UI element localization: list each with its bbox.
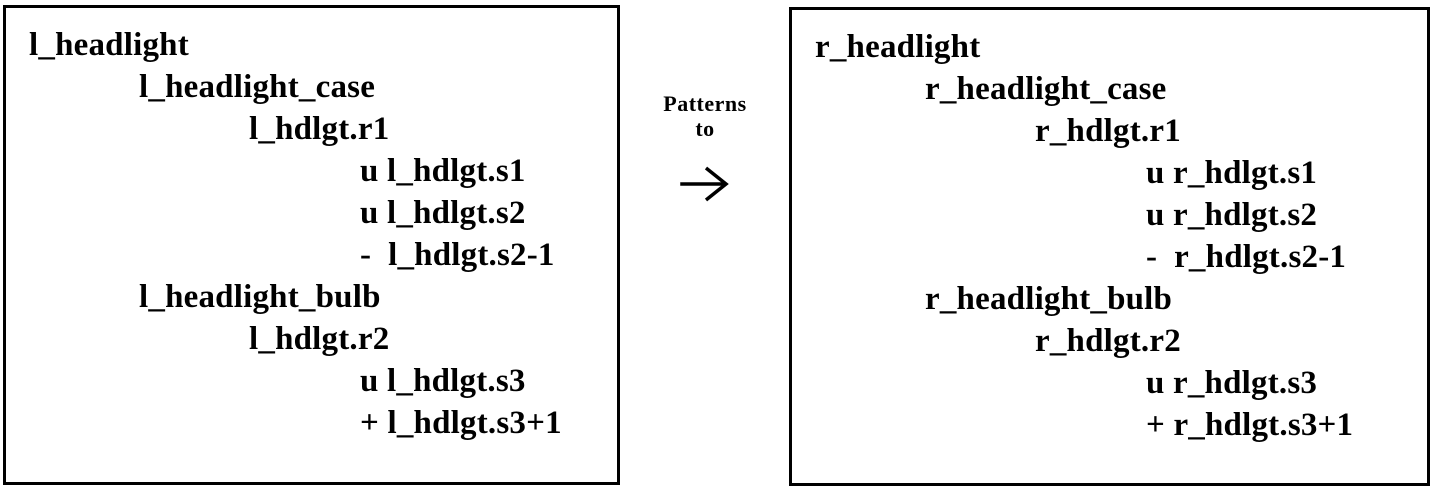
right-bulb-label: r_headlight_bulb <box>925 281 1173 317</box>
right-arrow-icon <box>680 166 729 202</box>
left-s1-label: u l_hdlgt.s1 <box>360 153 526 189</box>
arrow-caption-line1: Patterns <box>663 91 747 116</box>
right-s2-1-label: - r_hdlgt.s2-1 <box>1146 239 1347 275</box>
left-bulb-label: l_headlight_bulb <box>139 279 381 315</box>
right-s3-1-label: + r_hdlgt.s3+1 <box>1146 407 1354 443</box>
left-s3-label: u l_hdlgt.s3 <box>360 363 526 399</box>
right-s2-label: u r_hdlgt.s2 <box>1146 197 1318 233</box>
left-r1-label: l_hdlgt.r1 <box>249 111 390 147</box>
left-r2-label: l_hdlgt.r2 <box>249 321 390 357</box>
left-root-label: l_headlight <box>29 27 189 63</box>
right-root-label: r_headlight <box>815 29 981 65</box>
left-s2-label: u l_hdlgt.s2 <box>360 195 526 231</box>
arrow-caption: Patterns to <box>640 91 770 141</box>
right-r2-label: r_hdlgt.r2 <box>1035 323 1181 359</box>
left-s3-1-label: + l_hdlgt.s3+1 <box>360 405 562 441</box>
right-s3-label: u r_hdlgt.s3 <box>1146 365 1318 401</box>
right-s1-label: u r_hdlgt.s1 <box>1146 155 1318 191</box>
left-s2-1-label: - l_hdlgt.s2-1 <box>360 237 555 273</box>
right-case-label: r_headlight_case <box>925 71 1167 107</box>
left-hierarchy-box: l_headlight l_headlight_case l_hdlgt.r1 … <box>3 5 620 485</box>
arrow-caption-line2: to <box>695 116 715 141</box>
right-r1-label: r_hdlgt.r1 <box>1035 113 1181 149</box>
left-case-label: l_headlight_case <box>139 69 376 105</box>
right-hierarchy-box: r_headlight r_headlight_case r_hdlgt.r1 … <box>789 7 1430 486</box>
